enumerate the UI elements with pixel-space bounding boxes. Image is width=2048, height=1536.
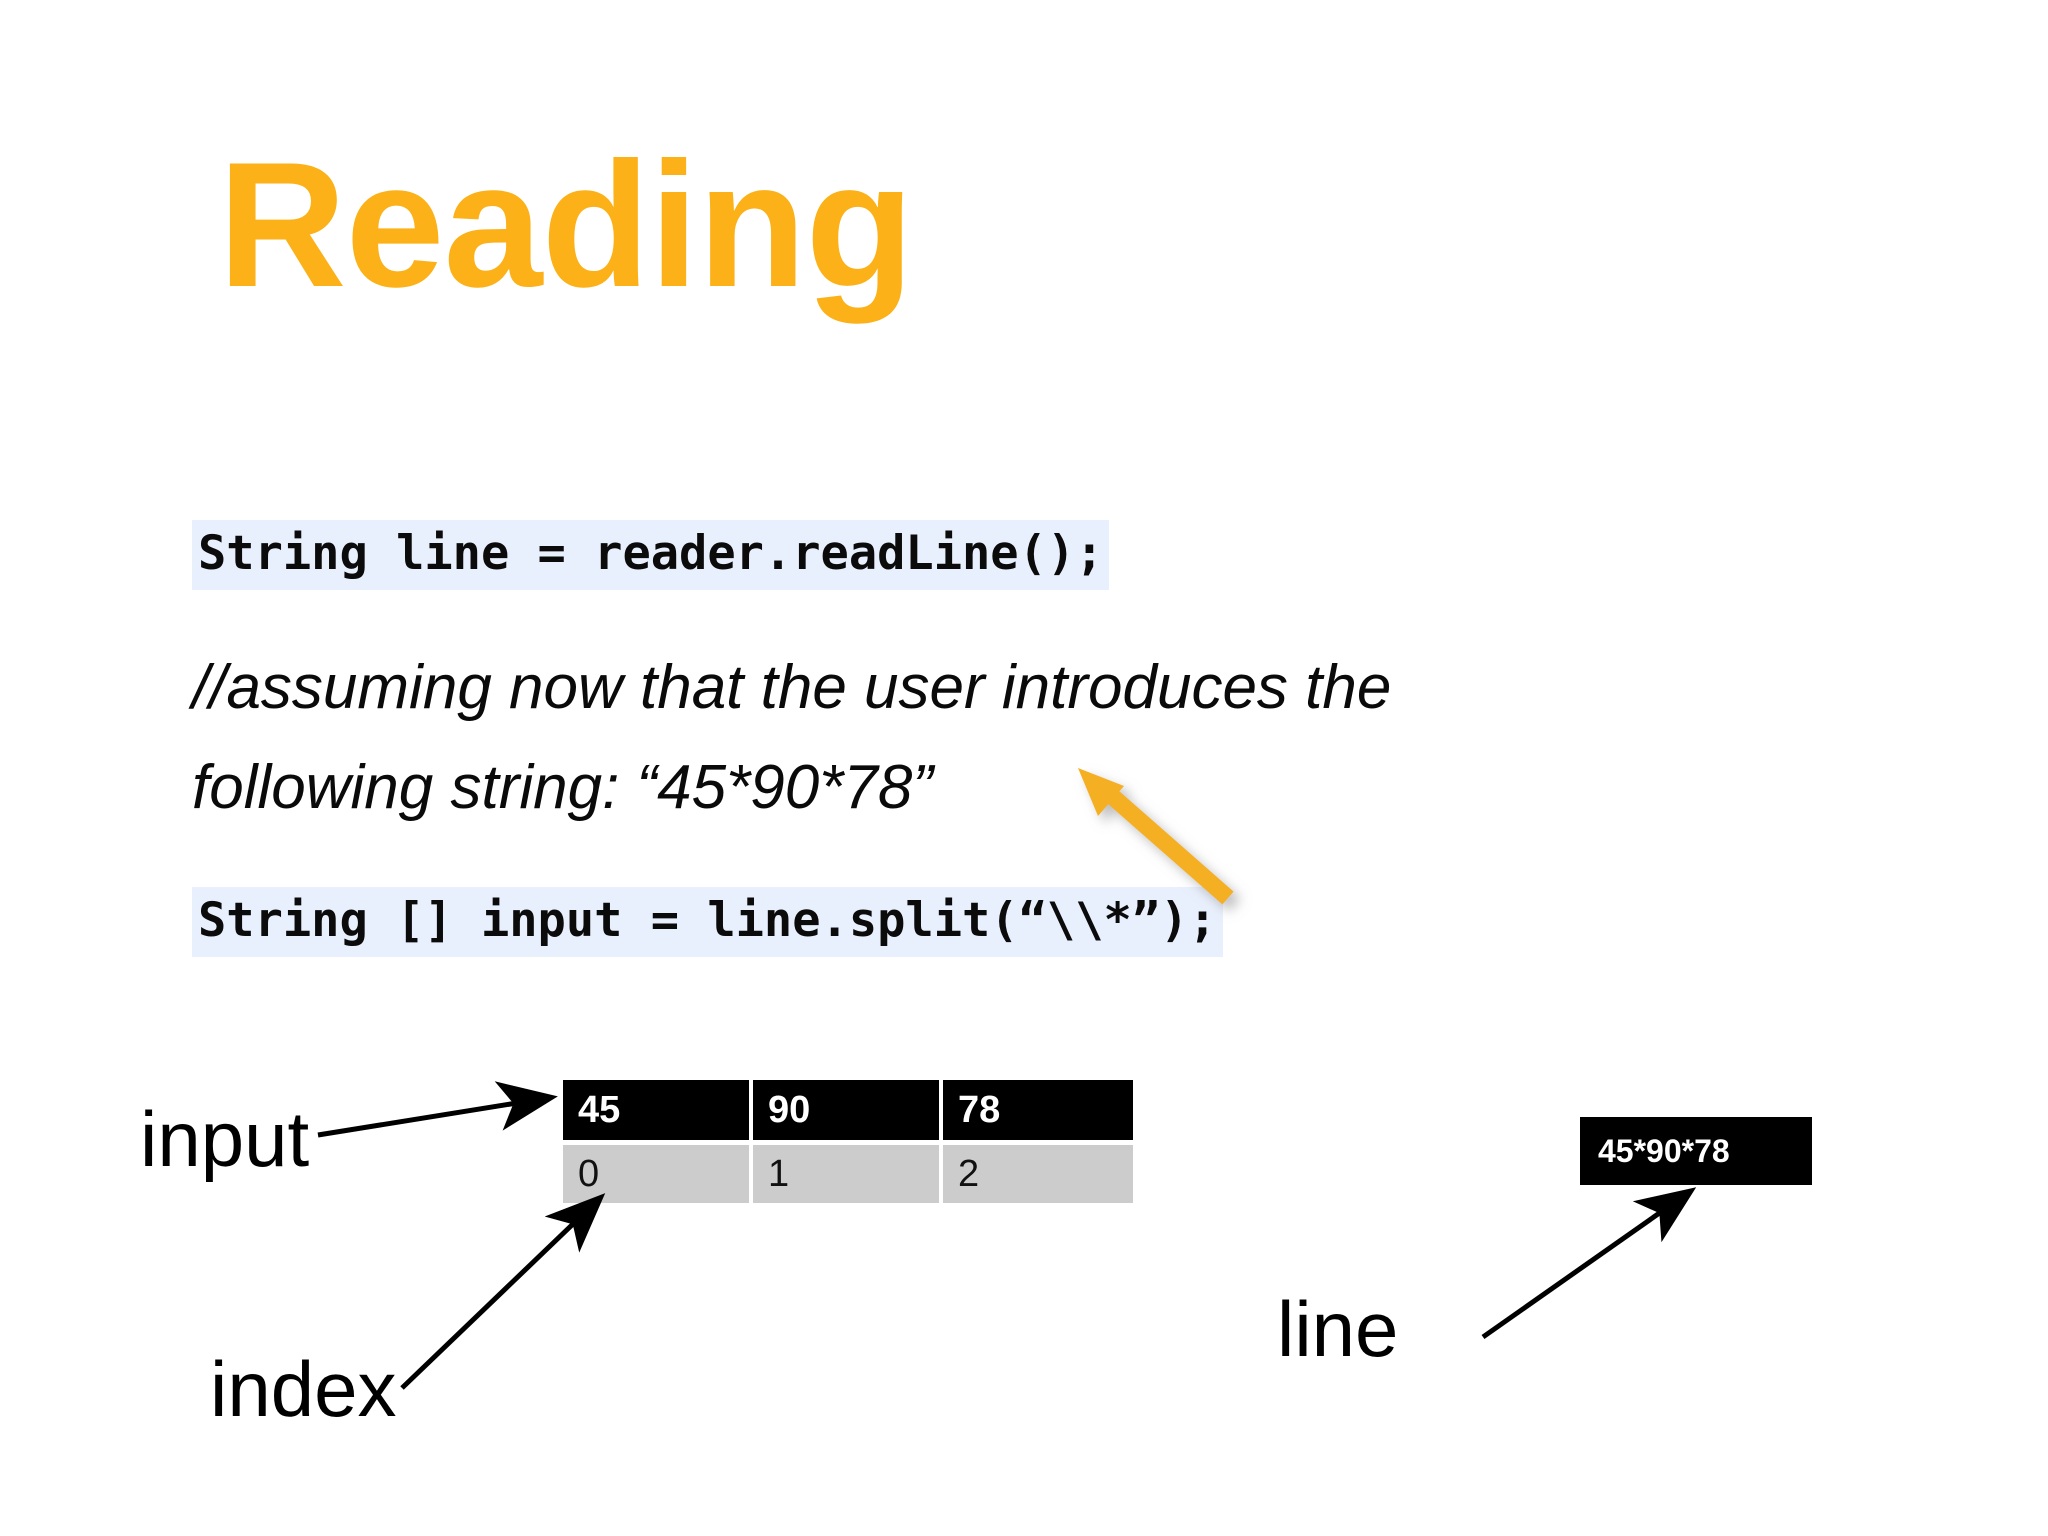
array-value-cell-2: 78 <box>943 1080 1133 1140</box>
label-line: line <box>1277 1285 1399 1373</box>
index-to-index-row-arrow <box>400 1193 606 1390</box>
array-index-cell-1: 1 <box>753 1145 943 1203</box>
comment-text: //assuming now that the user introduces … <box>192 653 1392 822</box>
array-values-row: 45 90 78 <box>563 1080 1133 1140</box>
array-value-cell-0: 45 <box>563 1080 753 1140</box>
input-to-array-arrow <box>317 1081 558 1138</box>
array-value-cell-1: 90 <box>753 1080 943 1140</box>
line-to-string-box-arrow <box>1481 1187 1697 1340</box>
page-title: Reading <box>218 125 914 324</box>
array-index-cell-0: 0 <box>563 1145 753 1203</box>
string-value-box: 45*90*78 <box>1580 1117 1812 1185</box>
code-line-split: String [] input = line.split(“\\*”); <box>192 887 1223 957</box>
label-input: input <box>140 1095 310 1183</box>
label-index: index <box>210 1345 397 1433</box>
code-line-read-line: String line = reader.readLine(); <box>192 520 1110 590</box>
array-index-cell-2: 2 <box>943 1145 1133 1203</box>
array-index-row: 0 1 2 <box>563 1145 1133 1203</box>
